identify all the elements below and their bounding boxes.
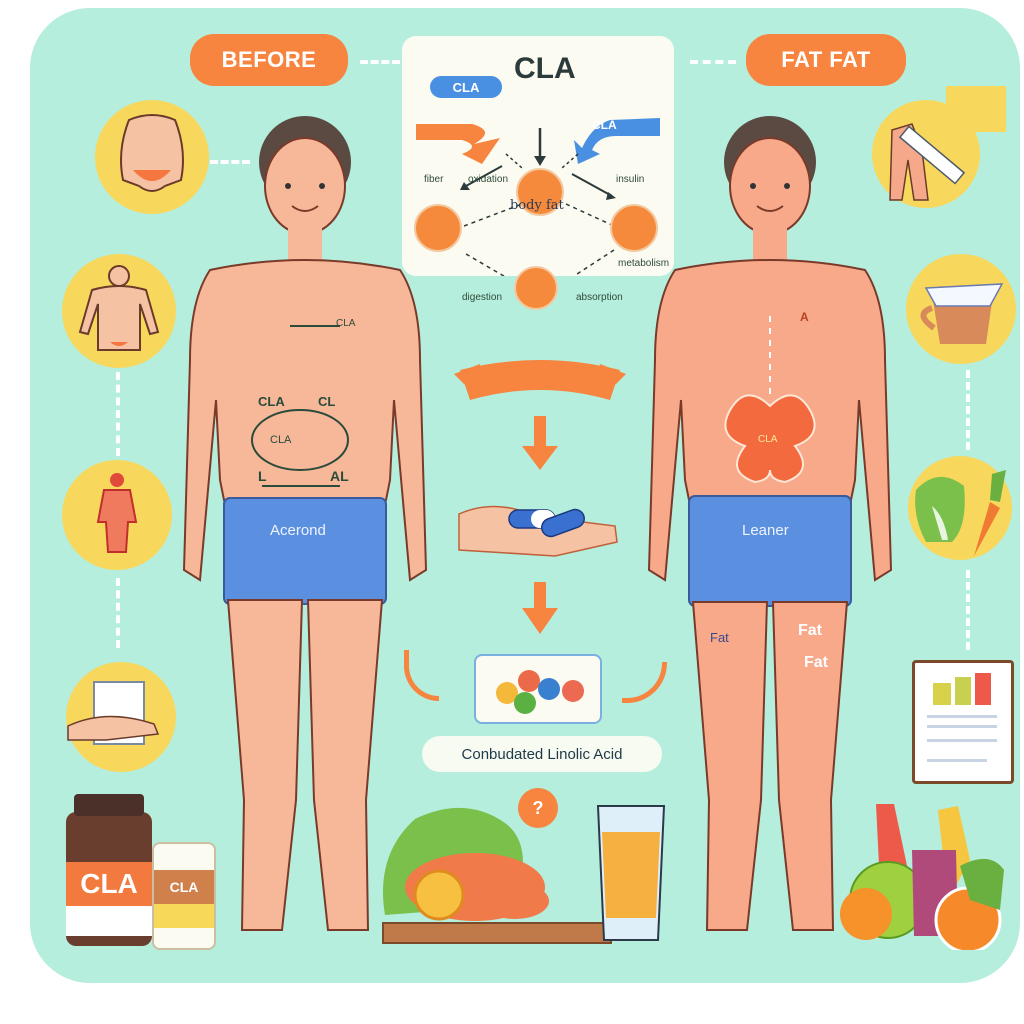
bottle-label-large: CLA bbox=[66, 862, 152, 906]
vegetables-icon bbox=[908, 456, 1012, 560]
cutting-board bbox=[382, 922, 612, 944]
connector-line bbox=[966, 370, 970, 450]
connector-line bbox=[360, 60, 400, 64]
diagram-title: CLA bbox=[514, 52, 576, 85]
full-name-label: Conbudated Linolic Acid bbox=[422, 736, 662, 772]
before-figure bbox=[182, 116, 428, 931]
node-icon-right bbox=[610, 204, 658, 252]
node-label: digestion bbox=[462, 292, 503, 303]
blue-shorts bbox=[223, 497, 387, 605]
center-flow-arrows bbox=[454, 360, 626, 634]
node-icon-bottom bbox=[514, 266, 558, 310]
bottle-cap bbox=[74, 794, 144, 816]
abdomen-label: L bbox=[258, 468, 267, 484]
thigh-label: Fat bbox=[710, 630, 729, 645]
thigh-label: Fat bbox=[804, 654, 828, 671]
after-shorts-label: Leaner bbox=[742, 522, 789, 539]
cla-tag-left-text: CLA bbox=[452, 79, 480, 95]
orange-curved-arrow bbox=[416, 124, 500, 164]
thigh-label: Fat bbox=[798, 622, 822, 639]
before-badge: BEFORE bbox=[190, 34, 348, 86]
down-arrow-1 bbox=[534, 416, 546, 448]
node-label: absorption bbox=[576, 292, 623, 303]
muscle-anatomy-icon bbox=[62, 460, 172, 570]
before-shorts-label: Acerond bbox=[270, 522, 326, 539]
cla-bottle-small: CLA bbox=[152, 842, 216, 950]
node-icon-center bbox=[516, 168, 564, 216]
abdomen-label: CL bbox=[318, 394, 336, 409]
bottle-label-large-text: CLA bbox=[80, 868, 138, 899]
abdomen-label: AL bbox=[330, 468, 349, 484]
fruits-and-smoothie-icon bbox=[840, 804, 1004, 950]
connector-line bbox=[966, 570, 970, 650]
hand-with-capsules-icon bbox=[458, 505, 618, 557]
node-label: oxidation bbox=[468, 174, 509, 185]
cla-tag-left: CLA bbox=[430, 76, 502, 98]
after-badge: FAT FAT bbox=[746, 34, 906, 86]
chest-mark: A bbox=[800, 310, 809, 324]
cla-tag-right: CLA bbox=[592, 118, 617, 132]
before-label: BEFORE bbox=[221, 47, 317, 72]
after-label: FAT FAT bbox=[781, 47, 871, 72]
bottle-label-small-text: CLA bbox=[169, 879, 199, 895]
center-node-label: body fat bbox=[510, 198, 564, 213]
node-label: insulin bbox=[616, 174, 645, 185]
question-badge: ? bbox=[518, 788, 558, 828]
cla-bottle-large: CLA bbox=[66, 794, 152, 946]
node-label: fiber bbox=[424, 174, 444, 185]
juice-glass-icon bbox=[596, 805, 666, 941]
body-outline-icon bbox=[62, 254, 176, 368]
bottle-label-small: CLA bbox=[154, 870, 214, 904]
connector-line bbox=[210, 160, 250, 164]
connector-line bbox=[690, 60, 736, 64]
blue-curved-arrow bbox=[574, 118, 660, 164]
diagram-arrows bbox=[416, 118, 660, 276]
scale-card-icon bbox=[946, 86, 1006, 132]
cla-diagram-card: CLA CLA CLA body fat fiber oxidation ins… bbox=[402, 36, 674, 310]
belly-fat-blob bbox=[724, 394, 816, 484]
abdomen-label: CLA bbox=[258, 394, 285, 409]
belly-fat-icon bbox=[95, 100, 209, 214]
connector-line bbox=[116, 372, 120, 456]
down-arrow-2 bbox=[534, 582, 546, 612]
report-clipboard-icon bbox=[912, 660, 1014, 784]
node-label: metabolism bbox=[618, 258, 670, 269]
node-icon-left bbox=[414, 204, 462, 252]
belly-label: CLA bbox=[758, 434, 778, 445]
after-figure bbox=[647, 116, 893, 931]
question-mark: ? bbox=[532, 797, 544, 818]
head bbox=[264, 137, 346, 235]
food-plate-icon bbox=[382, 807, 612, 944]
chest-label: CLA bbox=[336, 318, 356, 329]
full-name-text: Conbudated Linolic Acid bbox=[461, 745, 623, 763]
abdomen-label: CLA bbox=[270, 434, 292, 446]
yogurt-cup-icon bbox=[906, 254, 1016, 364]
cla-softgels-card bbox=[474, 654, 602, 724]
swap-arrow bbox=[460, 360, 620, 400]
hand-on-paper-icon bbox=[66, 662, 176, 772]
connector-line bbox=[116, 578, 120, 648]
